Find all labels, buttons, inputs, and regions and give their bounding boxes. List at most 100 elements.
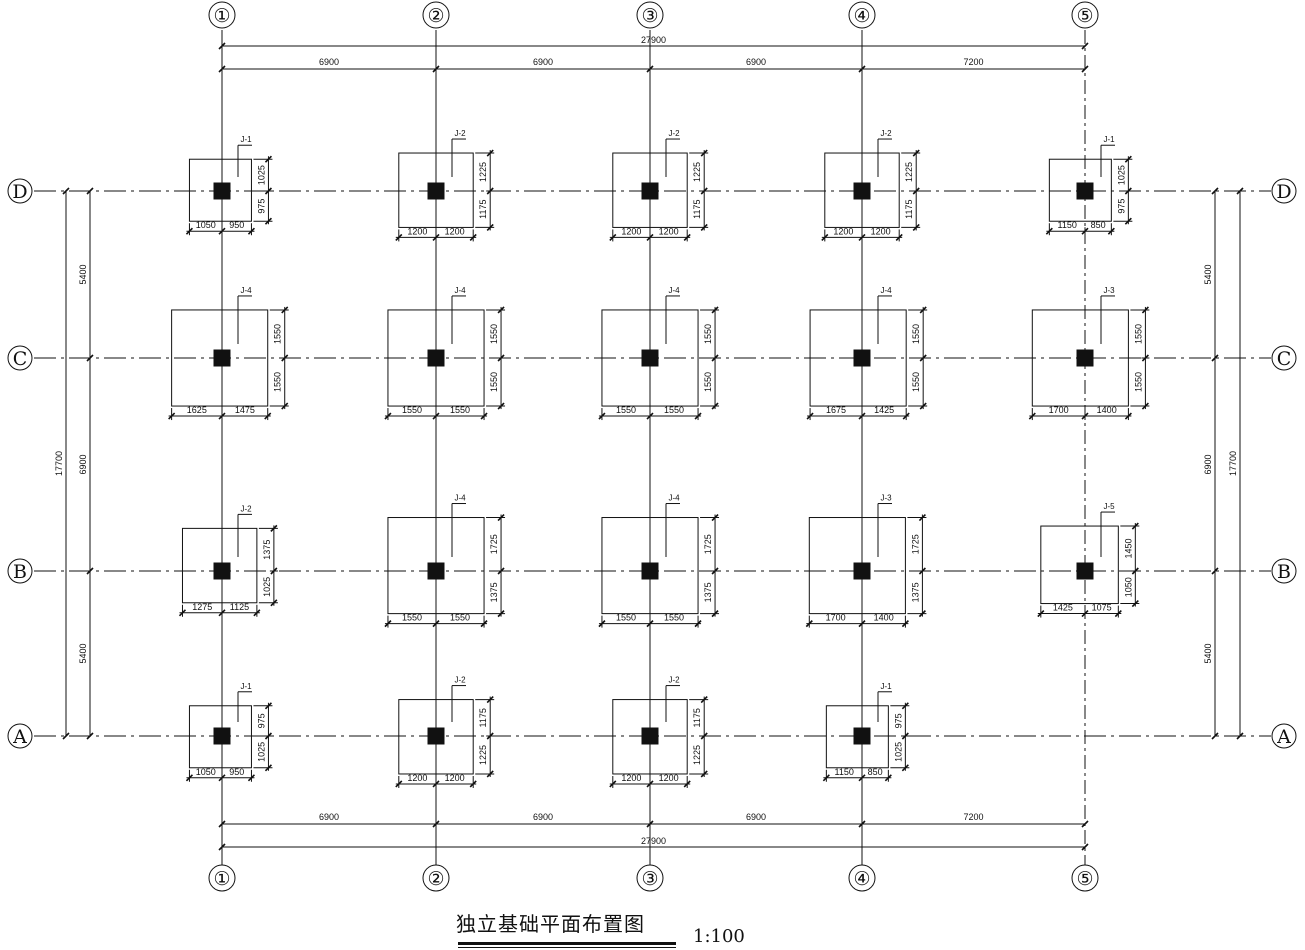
axis-label-x-bottom-5: ⑤ bbox=[1076, 868, 1093, 890]
dim-tick bbox=[62, 732, 70, 740]
footing-dim-text-x-right: 1550 bbox=[450, 613, 470, 623]
dim-tick bbox=[432, 233, 440, 241]
column-square bbox=[1076, 349, 1094, 367]
footing-dim-text-y-top: 1550 bbox=[911, 324, 921, 344]
column-square bbox=[213, 727, 231, 745]
drawing-scale: 1:100 bbox=[693, 926, 745, 947]
dim-tick bbox=[901, 764, 909, 772]
title-underline-thick bbox=[458, 942, 676, 945]
footing-tag: J-1 bbox=[240, 682, 252, 691]
dim-tick bbox=[480, 620, 488, 628]
dim-tick bbox=[270, 599, 278, 607]
dim-tick bbox=[486, 770, 494, 778]
dim-tick bbox=[218, 42, 226, 50]
dim-tick bbox=[646, 820, 654, 828]
axis-bubble-y-left-C bbox=[7, 345, 33, 371]
footing-pad bbox=[601, 309, 699, 407]
dim-tick bbox=[711, 354, 719, 362]
axis-label-x-top-5: ⑤ bbox=[1076, 5, 1093, 27]
axis-label-y-left-D: D bbox=[12, 181, 27, 203]
dim-tick bbox=[1236, 187, 1244, 195]
dim-tick bbox=[253, 609, 261, 617]
dim-tick bbox=[497, 513, 505, 522]
column-square bbox=[213, 349, 231, 367]
footing-pad bbox=[808, 517, 906, 615]
footing-tag: J-4 bbox=[880, 286, 892, 295]
dim-tick bbox=[902, 412, 910, 420]
footing-pad bbox=[612, 152, 688, 228]
axis-bubble-y-left-A bbox=[7, 723, 33, 749]
footing-tag: J-2 bbox=[240, 504, 252, 513]
axis-label-x-top-3: ③ bbox=[641, 5, 658, 27]
axis-bubble-x-top-3 bbox=[636, 1, 664, 29]
footing-dim-text-y-bottom: 1025 bbox=[262, 577, 272, 597]
dim-tick bbox=[1081, 820, 1089, 828]
dim-tick bbox=[895, 233, 903, 241]
dim-tick bbox=[598, 412, 606, 420]
axis-bubble-y-right-D bbox=[1271, 178, 1297, 204]
dim-tick bbox=[901, 702, 909, 710]
column-square bbox=[1076, 562, 1094, 580]
dim-tick bbox=[700, 732, 708, 740]
axis-bubble-x-top-1 bbox=[208, 1, 236, 29]
dim-tick bbox=[694, 412, 702, 420]
dim-tick bbox=[218, 65, 226, 73]
dim-tick bbox=[486, 223, 494, 231]
dim-tick bbox=[218, 227, 226, 235]
axis-label-x-top-2: ② bbox=[427, 5, 444, 27]
footing-tag: J-4 bbox=[668, 494, 680, 503]
dim-tick bbox=[700, 223, 708, 231]
dim-tick bbox=[1081, 227, 1089, 235]
axis-bubble-x-top-5 bbox=[1071, 1, 1099, 29]
footing-tag: J-4 bbox=[668, 286, 680, 295]
dim-text-x-bottom-1: 6900 bbox=[319, 812, 339, 822]
dim-tick bbox=[700, 187, 708, 195]
dim-tick bbox=[270, 567, 278, 575]
footing-dim-text-x-right: 950 bbox=[229, 767, 244, 777]
footing-tag: J-2 bbox=[454, 129, 466, 138]
dim-tick bbox=[264, 187, 273, 195]
dim-tick bbox=[486, 732, 494, 740]
dim-tick bbox=[694, 620, 702, 628]
dim-tick bbox=[858, 620, 866, 628]
dim-text-y-right-1: 5400 bbox=[1203, 264, 1213, 284]
footing-dim-text-x-left: 1150 bbox=[834, 767, 853, 777]
footing-dim-text-x-right: 1400 bbox=[874, 613, 894, 623]
footing-tag: J-4 bbox=[454, 494, 466, 503]
dim-tick bbox=[432, 412, 440, 420]
footing-dim-text-y-bottom: 1375 bbox=[910, 582, 920, 602]
dim-tick bbox=[480, 412, 488, 420]
footing-dim-text-y-top: 1025 bbox=[1116, 165, 1126, 185]
footing-dim-text-x-right: 1550 bbox=[664, 405, 684, 415]
dim-tick bbox=[432, 780, 440, 788]
dim-tick bbox=[218, 412, 226, 420]
footing-pad bbox=[398, 699, 474, 775]
dim-tick bbox=[384, 620, 392, 628]
dim-tick bbox=[264, 732, 273, 740]
footing-pad bbox=[824, 152, 900, 228]
dim-tick bbox=[1141, 354, 1149, 362]
dim-tick bbox=[646, 620, 654, 628]
column-square bbox=[641, 349, 659, 367]
column-square bbox=[641, 182, 659, 200]
footing-dim-text-x-right: 1475 bbox=[235, 405, 255, 415]
footing-dim-text-y-bottom: 1375 bbox=[489, 582, 499, 602]
axis-bubble-x-top-4 bbox=[848, 1, 876, 29]
footing-dim-text-y-top: 1225 bbox=[478, 162, 488, 182]
footing-dim-text-y-bottom: 1550 bbox=[703, 372, 713, 392]
dim-tick bbox=[1081, 42, 1089, 50]
dim-tick bbox=[1081, 412, 1089, 420]
axis-label-x-bottom-1: ① bbox=[213, 868, 230, 890]
dim-tick bbox=[646, 412, 654, 420]
dim-tick bbox=[1081, 843, 1089, 851]
footing-tag: J-3 bbox=[880, 494, 892, 503]
dim-tick bbox=[432, 620, 440, 628]
footing-dim-text-y-bottom: 1550 bbox=[1133, 372, 1143, 392]
axis-bubble-x-top-2 bbox=[422, 1, 450, 29]
